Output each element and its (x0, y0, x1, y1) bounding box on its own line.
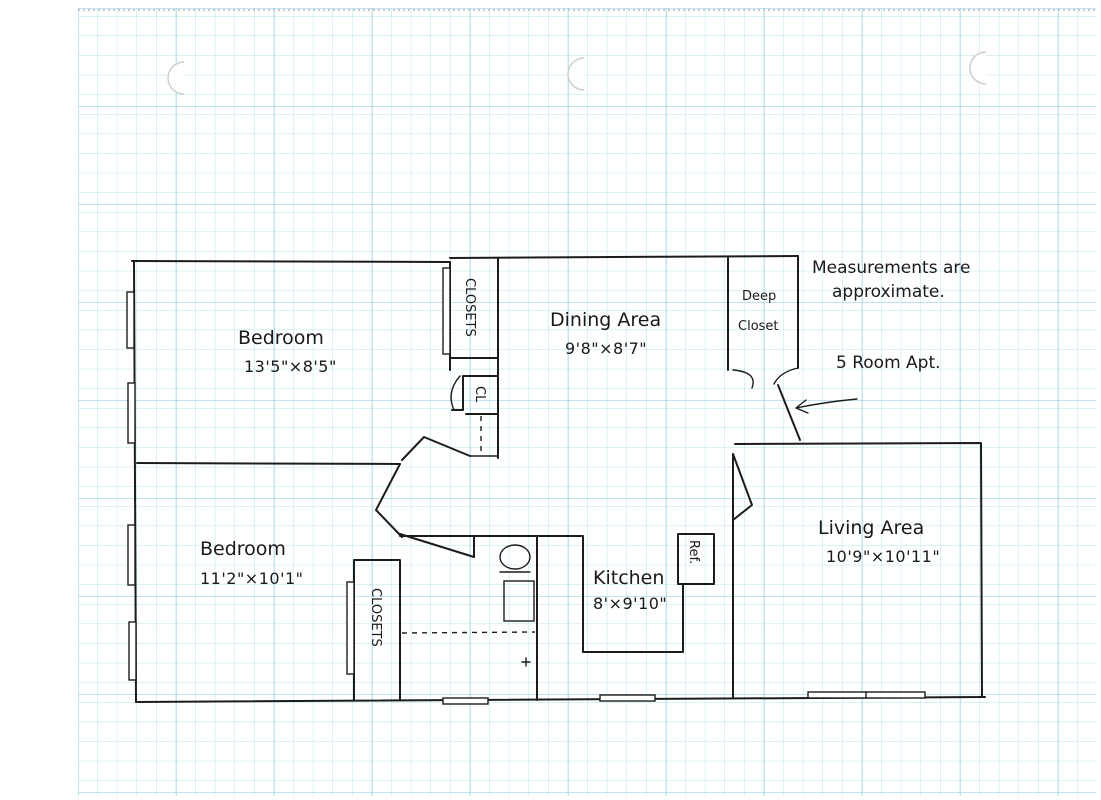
measurements-note-line2: approximate. (832, 282, 945, 302)
bedroom1-dims: 13'5"×8'5" (244, 357, 337, 376)
living-door (732, 453, 753, 521)
window-left-2 (127, 382, 136, 444)
window-left-4 (128, 621, 137, 681)
entry-door (777, 384, 801, 441)
measurements-note-line1: Measurements are (812, 258, 970, 278)
deep-closet-walls (727, 255, 799, 371)
bedroom2-dims: 11'2"×10'1" (200, 569, 304, 588)
closets-top-label: CLOSETS (462, 278, 477, 337)
toilet (499, 544, 531, 570)
entry-arrow (795, 398, 858, 414)
kitchen-name: Kitchen (593, 567, 664, 589)
kitchen-counter (536, 535, 684, 653)
exterior-wall-right (734, 442, 983, 698)
closet-small-label: CL (472, 386, 487, 403)
closet-small-outline (451, 375, 499, 415)
bedroom1-name: Bedroom (238, 327, 324, 349)
closets-bottom-door (346, 581, 355, 675)
bath-sink (503, 580, 535, 622)
closets-bottom-label: CLOSETS (368, 588, 383, 647)
dining-dims: 9'8"×8'7" (565, 339, 647, 358)
kitchen-dims: 8'×9'10" (593, 594, 667, 613)
bedroom2-name: Bedroom (200, 538, 286, 560)
living-dims: 10'9"×10'11" (826, 547, 940, 566)
hall-door-upper (401, 436, 471, 461)
binder-hole-right (969, 51, 987, 85)
dining-name: Dining Area (550, 309, 661, 331)
exterior-wall-top (131, 255, 799, 263)
hall-wall-bath (399, 533, 475, 558)
ref-label: Ref. (686, 540, 701, 564)
window-left-1 (126, 291, 135, 349)
binder-hole-middle (567, 57, 585, 91)
living-name: Living Area (818, 517, 924, 539)
window-left-3 (127, 524, 136, 586)
binder-hole-left (167, 61, 185, 95)
deep-closet-line1: Deep (742, 289, 776, 304)
bedroom-divider-wall (136, 462, 401, 465)
labels: Bedroom 13'5"×8'5" Bedroom 11'2"×10'1" D… (200, 258, 970, 647)
grid (78, 8, 1096, 796)
window-bottom-2 (599, 694, 656, 702)
apartment-type-note: 5 Room Apt. (836, 353, 941, 373)
closet-small-door (450, 375, 461, 411)
kitchen-ref-box (677, 533, 715, 585)
closets-top-door (442, 267, 451, 355)
shower-fixture (521, 657, 531, 667)
bath-tub-line (401, 631, 536, 634)
window-bottom-1 (442, 697, 489, 705)
deep-closet-door (732, 367, 799, 389)
hall-door-left (375, 463, 403, 538)
windows (126, 291, 926, 705)
floor-plan (126, 255, 986, 705)
deep-closet-line2: Closet (738, 319, 779, 334)
